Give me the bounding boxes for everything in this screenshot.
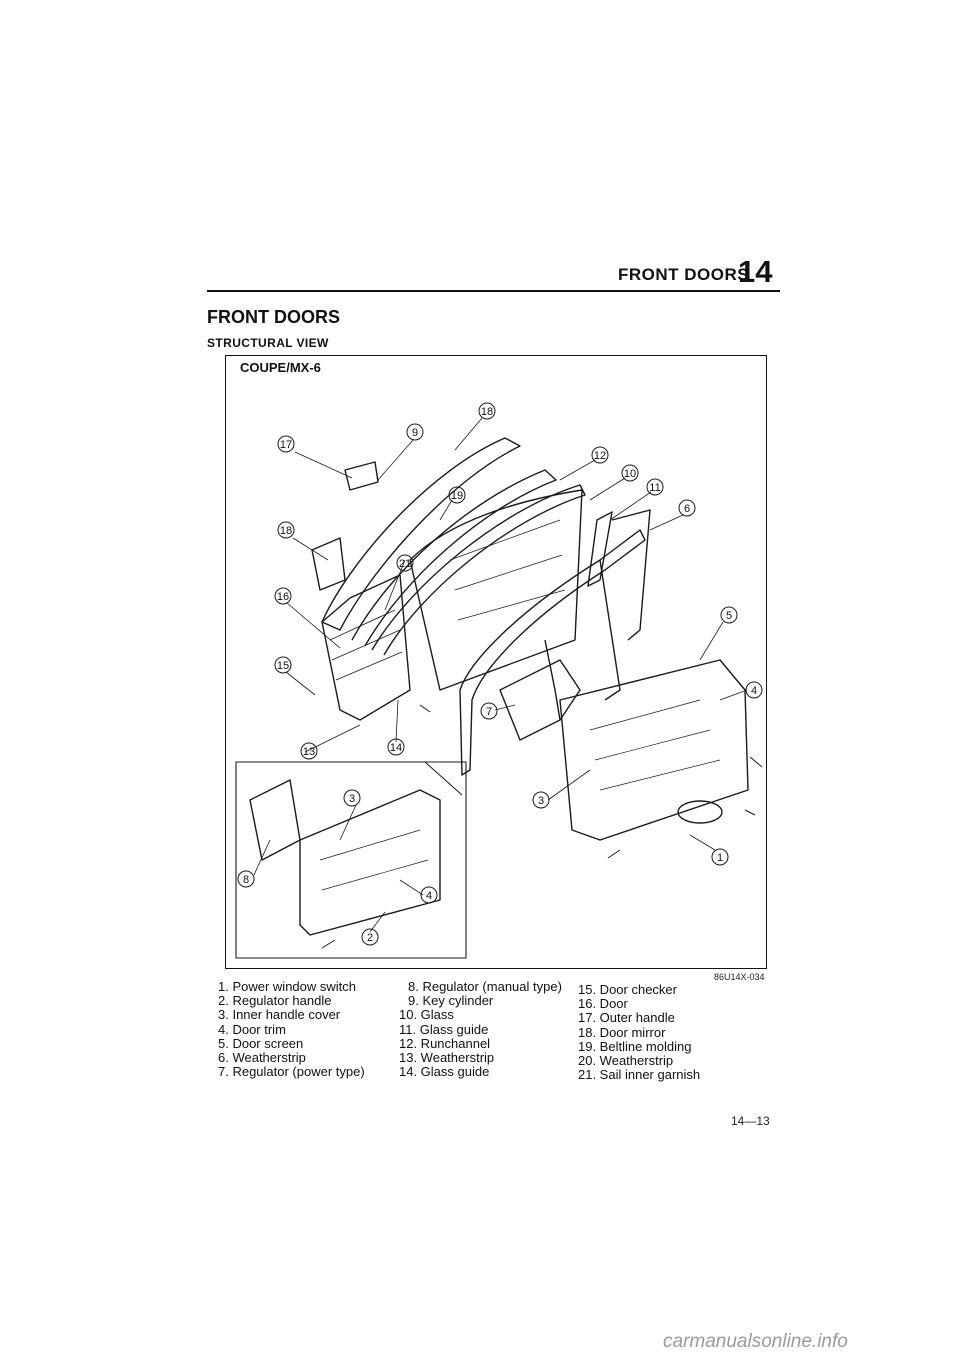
callout-6: 6: [684, 503, 690, 515]
callout-3-inset: 3: [349, 793, 355, 805]
legend-item: 15. Door checker: [578, 982, 677, 997]
legend-item: 11. Glass guide: [399, 1021, 489, 1037]
weatherstrip-20-drawing: [321, 437, 521, 631]
legend-item: 4. Door trim: [218, 1021, 286, 1037]
legend-item: 17. Outer handle: [578, 1010, 675, 1026]
header-title: FRONT DOORS: [618, 265, 750, 284]
inset-box: [235, 761, 467, 959]
callout-3: 3: [538, 795, 544, 807]
figure-frame: [225, 355, 767, 969]
legend-item: 18. Door mirror: [578, 1024, 666, 1040]
glass-drawing: [409, 489, 583, 691]
legend-item: 10. Glass: [399, 1007, 454, 1023]
door-mirror-drawing: [311, 537, 346, 591]
figure-label: COUPE/MX-6: [240, 360, 321, 375]
legend-item: 3. Inner handle cover: [218, 1007, 341, 1023]
callout-1: 1: [717, 852, 723, 864]
callout-13: 13: [303, 746, 315, 758]
figure-code: 86U14X-034: [714, 972, 765, 982]
regulator-manual-drawing: [249, 779, 301, 861]
legend-column-2: 8. Regulator (manual type) 9. Key cylind…: [399, 979, 562, 1080]
section-subtitle: STRUCTURAL VIEW: [207, 336, 329, 350]
legend-item: 19. Beltline molding: [578, 1038, 692, 1054]
callout-17: 17: [280, 439, 292, 451]
outer-handle-drawing: [344, 461, 379, 491]
chapter-number: 14: [738, 254, 773, 289]
legend-item: 7. Regulator (power type): [218, 1064, 365, 1080]
callout-16: 16: [277, 591, 289, 603]
regulator-power-drawing: [499, 659, 581, 741]
legend-item: 2. Regulator handle: [218, 993, 332, 1009]
callout-9: 9: [412, 427, 418, 439]
legend-item: 1. Power window switch: [218, 979, 356, 994]
legend-column-1: 1. Power window switch 2. Regulator hand…: [218, 979, 365, 1080]
door-shell-drawing: [321, 574, 411, 721]
callout-15: 15: [277, 660, 289, 672]
door-screen-drawing: [559, 659, 749, 841]
inset-door-trim-drawing: [299, 789, 441, 936]
legend-item: 12. Runchannel: [399, 1035, 491, 1051]
legend-column-3: 15. Door checker 16. Door 17. Outer hand…: [578, 982, 701, 1083]
legend-item: 21. Sail inner garnish: [578, 1067, 701, 1083]
legend-item: 9. Key cylinder: [408, 993, 494, 1009]
callout-21: 21: [399, 558, 411, 570]
legend-item: 20. Weatherstrip: [578, 1053, 674, 1069]
callout-4-inset: 4: [426, 890, 432, 902]
page-number: 14—13: [731, 1114, 770, 1128]
legend-item: 6. Weatherstrip: [218, 1050, 306, 1066]
callout-4: 4: [751, 685, 757, 697]
legend-item: 16. Door: [578, 996, 628, 1012]
callout-10: 10: [624, 468, 636, 480]
callout-20: 18: [481, 406, 493, 418]
callout-5: 5: [726, 610, 732, 622]
callout-2: 2: [367, 932, 373, 944]
callout-18: 18: [280, 525, 292, 537]
runchannel-drawing: [351, 469, 557, 647]
legend-item: 13. Weatherstrip: [399, 1050, 495, 1066]
section-title: FRONT DOORS: [207, 307, 340, 327]
callout-14: 14: [390, 742, 402, 754]
watermark: carmanualsonline.info: [663, 1331, 848, 1352]
header-rule: [207, 290, 780, 292]
callout-7: 7: [486, 706, 492, 718]
callout-19: 19: [451, 490, 463, 502]
callout-11: 11: [649, 482, 660, 494]
legend-item: 8. Regulator (manual type): [408, 979, 562, 994]
callout-8: 8: [243, 874, 249, 886]
callout-12: 12: [594, 450, 606, 462]
legend-item: 14. Glass guide: [399, 1064, 490, 1080]
legend-item: 5. Door screen: [218, 1035, 304, 1051]
weatherstrip-6-drawing: [459, 529, 646, 776]
